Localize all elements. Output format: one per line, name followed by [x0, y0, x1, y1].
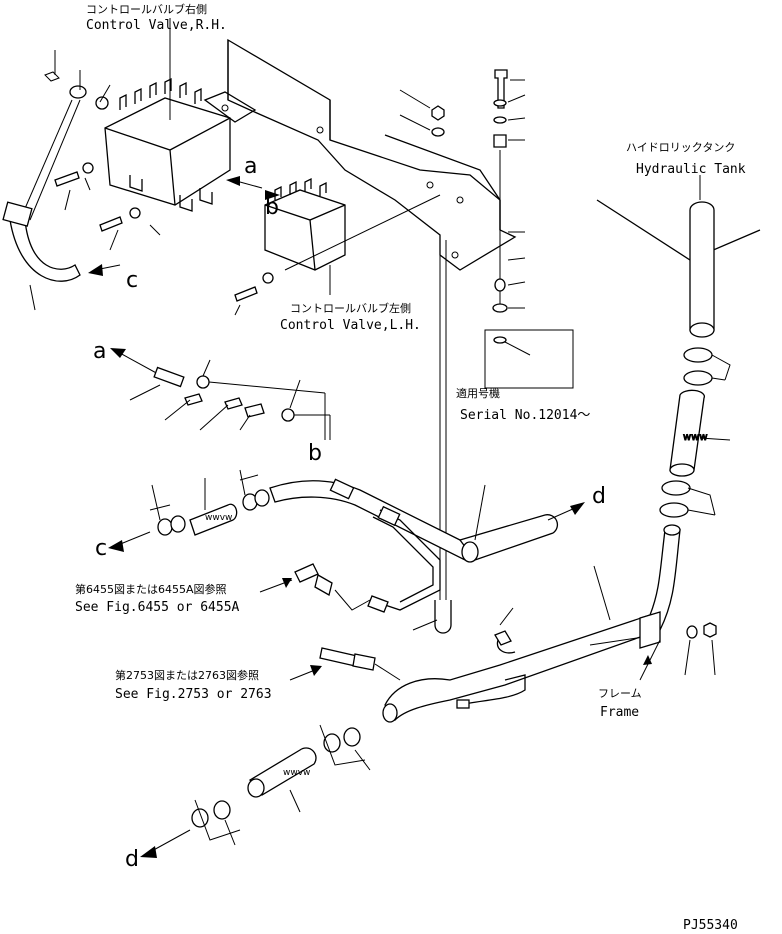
control-valve-lh: [264, 177, 346, 271]
callout-c-mid: c: [95, 536, 107, 561]
svg-text:www: www: [683, 432, 708, 443]
callout-a-mid: a: [93, 339, 106, 364]
callout-d-bottom: d: [125, 847, 139, 872]
frame-jp: フレーム: [598, 687, 642, 700]
svg-text:wwvw: wwvw: [283, 768, 310, 778]
svg-text:wwvw: wwvw: [205, 513, 232, 523]
tank-en: Hydraulic Tank: [636, 162, 746, 177]
tank-jp: ハイドロリックタンク: [626, 141, 735, 154]
pipe-assembly-lower: [382, 524, 681, 723]
lower-hose: [249, 747, 317, 796]
hydraulic-tank: [596, 175, 761, 338]
callout-b-mid: b: [308, 441, 322, 466]
frame-en: Frame: [600, 705, 639, 720]
frame-clip: [639, 611, 661, 649]
pipe-assembly-upper: [269, 478, 559, 613]
serial-jp: 適用号機: [456, 386, 500, 400]
callout-c-top: c: [126, 268, 138, 293]
fig2753-jp: 第2753図または2763図参照: [115, 668, 259, 682]
fig6455-en: See Fig.6455 or 6455A: [75, 600, 240, 615]
serial-en: Serial No.12014～: [460, 408, 590, 423]
drawing-code: PJ55340: [683, 918, 738, 933]
cv-rh-jp: コントロールバルブ右側: [86, 2, 207, 16]
cv-lh-en: Control Valve,L.H.: [280, 318, 421, 333]
cv-rh-en: Control Valve,R.H.: [86, 18, 227, 33]
callout-d-mid: d: [592, 484, 606, 509]
callout-a-top: a: [244, 154, 257, 179]
fig6455-jp: 第6455図または6455A図参照: [75, 582, 227, 596]
cv-lh-jp: コントロールバルブ左側: [290, 301, 411, 315]
serial-box: [484, 329, 574, 389]
fig2753-en: See Fig.2753 or 2763: [115, 687, 272, 702]
callout-b-top: b: [265, 195, 279, 220]
control-valve-rh: [104, 77, 231, 212]
right-hose: [669, 389, 706, 471]
